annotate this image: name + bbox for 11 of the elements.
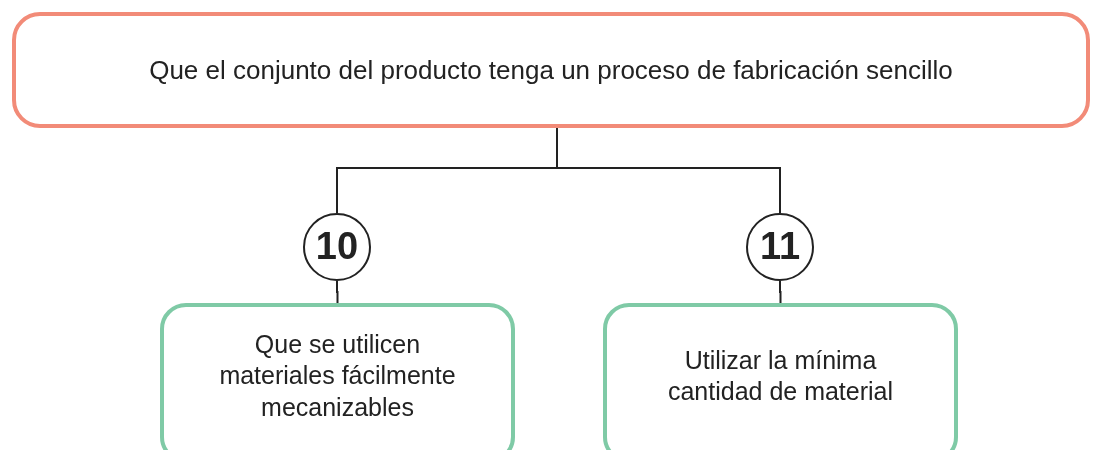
node-text: Utilizar la mínima cantidad de material (666, 345, 895, 408)
sub-goal-box (603, 303, 958, 450)
connector-line (336, 280, 339, 304)
sub-goal-box (160, 303, 515, 450)
node-text: Que el conjunto del producto tenga un proceso de fabricación sencillo (149, 53, 953, 87)
node-text: Que se utilicen materiales fácilmente mecanizables (218, 329, 457, 423)
callout-number: 10 (315, 224, 359, 270)
connector-line (779, 280, 782, 304)
goal-box (12, 12, 1090, 128)
connector-line (556, 127, 781, 214)
callout-number: 11 (759, 224, 801, 270)
